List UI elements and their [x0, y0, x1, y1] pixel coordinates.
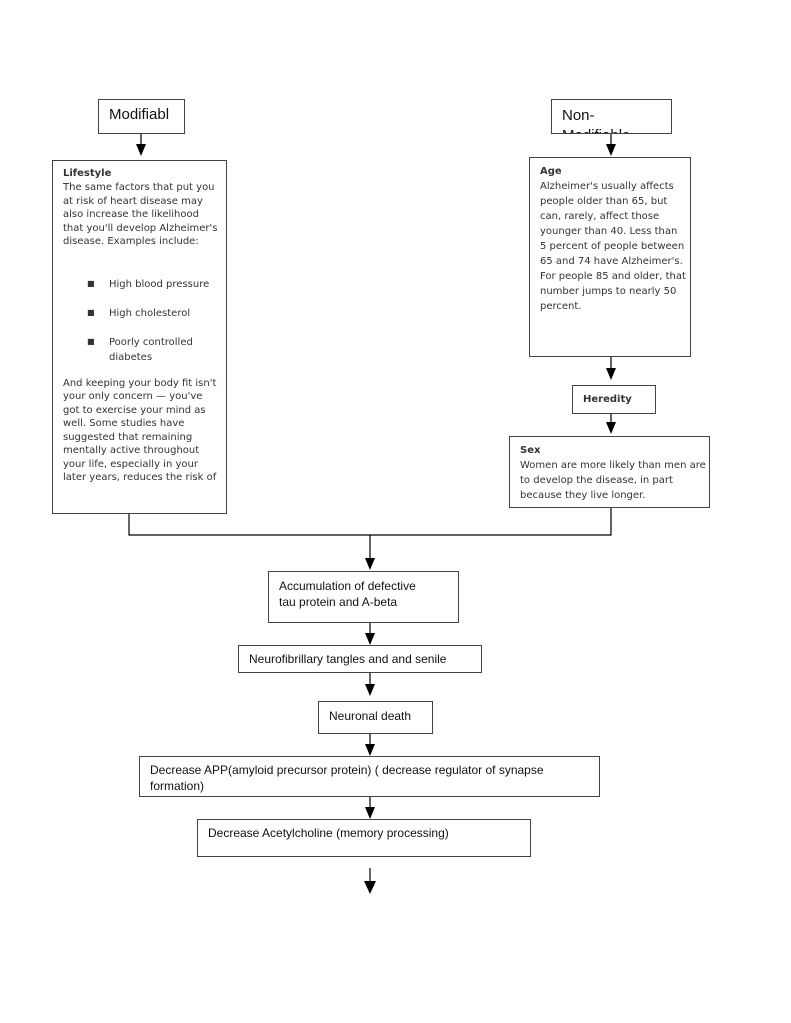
- modifiable-header-label: Modifiabl: [109, 106, 170, 123]
- non-modifiable-header-label: Non- Modifiable: [562, 107, 630, 133]
- list-item: ■High cholesterol: [87, 307, 191, 319]
- list-item: ■Poorly controlled diabetes: [87, 336, 193, 363]
- sex-title: Sex: [520, 445, 541, 456]
- lifestyle-box: Lifestyle The same factors that put you …: [52, 160, 227, 514]
- non-modifiable-header-box: Non- Modifiable: [551, 99, 672, 134]
- sex-text: Women are more likely than men are to de…: [520, 460, 706, 501]
- tangles-label: Neurofibrillary tangles and and senile: [249, 652, 447, 666]
- age-box: Age Alzheimer's usually affects people o…: [529, 157, 691, 357]
- accumulation-box: Accumulation of defective tau protein an…: [268, 571, 459, 623]
- lifestyle-bullet-list: ■High blood pressure ■High cholesterol ■…: [63, 277, 219, 365]
- heredity-box: Heredity: [572, 385, 656, 414]
- decrease-ach-label: Decrease Acetylcholine (memory processin…: [208, 826, 449, 840]
- tangles-box: Neurofibrillary tangles and and senile: [238, 645, 482, 673]
- decrease-app-box: Decrease APP(amyloid precursor protein) …: [139, 756, 600, 797]
- sex-box: Sex Women are more likely than men are t…: [509, 436, 710, 508]
- modifiable-header-box: Modifiabl: [98, 99, 185, 134]
- decrease-app-label: Decrease APP(amyloid precursor protein) …: [150, 763, 544, 793]
- heredity-title: Heredity: [583, 394, 632, 405]
- lifestyle-outro: And keeping your body fit isn't your onl…: [63, 377, 217, 484]
- list-item: ■High blood pressure: [87, 278, 210, 290]
- accumulation-label: Accumulation of defective tau protein an…: [279, 579, 416, 609]
- age-title: Age: [540, 166, 562, 177]
- lifestyle-title: Lifestyle: [63, 168, 112, 179]
- age-text: Alzheimer's usually affects people older…: [540, 181, 686, 312]
- lifestyle-intro: The same factors that put you at risk of…: [63, 182, 218, 247]
- neuronal-death-box: Neuronal death: [318, 701, 433, 734]
- decrease-ach-box: Decrease Acetylcholine (memory processin…: [197, 819, 531, 857]
- neuronal-death-label: Neuronal death: [329, 709, 412, 723]
